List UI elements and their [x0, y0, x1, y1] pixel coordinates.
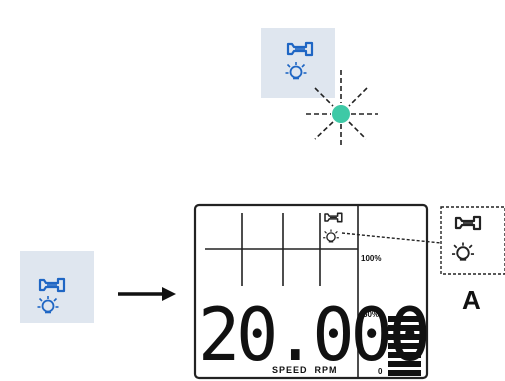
lcd-display: [193, 203, 429, 380]
light-button-top[interactable]: [261, 28, 335, 98]
scale-100-label: 100%: [361, 254, 382, 263]
scale-0-label: 0: [378, 367, 383, 376]
callout-handpiece-icon: [454, 215, 482, 231]
led-indicator: [306, 70, 378, 148]
callout-label: A: [462, 285, 481, 315]
speed-level-bars: [388, 316, 421, 376]
callout-light-bulb-icon: [451, 241, 475, 261]
callout-a: [341, 206, 505, 275]
handpiece-icon: [286, 41, 314, 57]
unit-label: SPEED RPM: [272, 365, 338, 375]
light-bulb-icon: [284, 61, 308, 80]
arrow-right-icon: [118, 287, 176, 301]
speed-readout: 20.000: [198, 291, 431, 379]
light-bulb-icon: [36, 295, 60, 314]
scale-50-label: 50%: [363, 310, 380, 319]
handpiece-icon: [38, 277, 66, 293]
